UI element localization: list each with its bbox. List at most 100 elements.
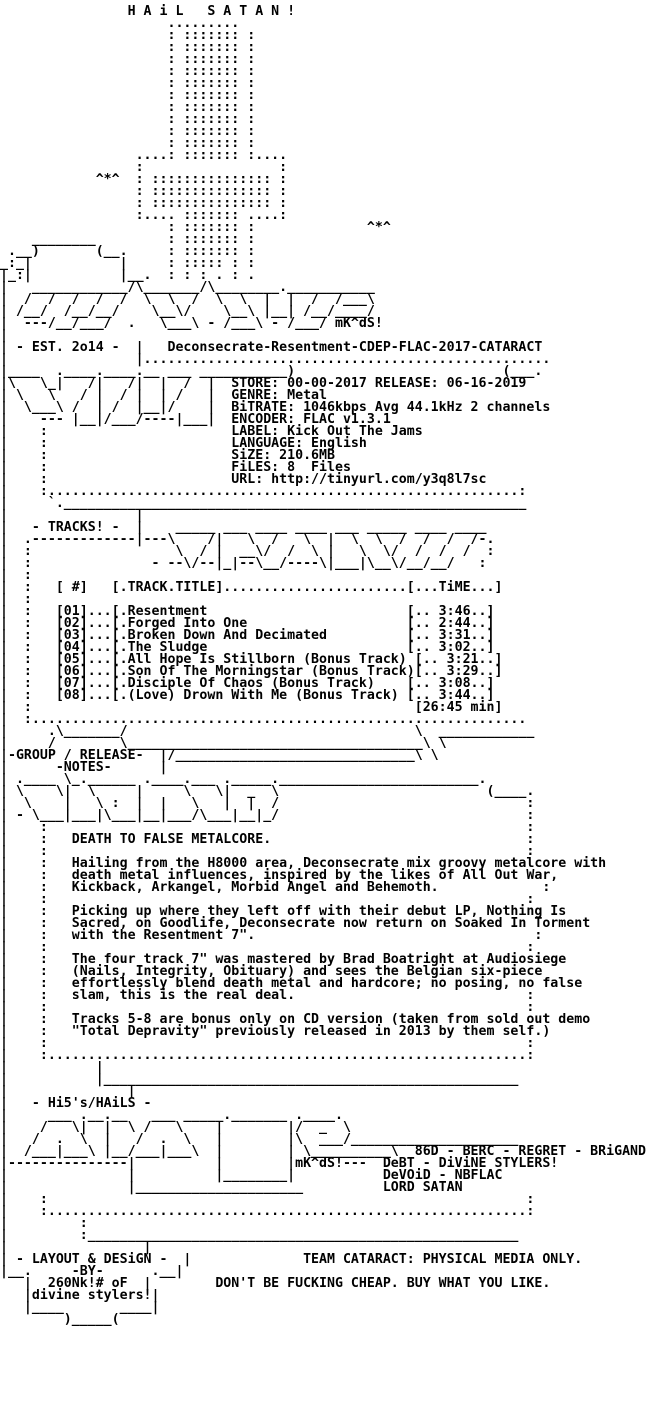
nfo-line: : ::::::: : xyxy=(0,112,256,127)
nfo-line: | : The four track 7" was mastered by Br… xyxy=(0,952,567,967)
nfo-line: ....: ::::::: :.... xyxy=(0,148,288,163)
nfo-line: | : LANGUAGE: English xyxy=(0,436,367,451)
nfo-line: | :_____________________________________… xyxy=(0,1228,519,1243)
nfo-line: | : : xyxy=(0,1000,535,1015)
nfo-line: | | |________| DeVOiD - NBFLAC xyxy=(0,1168,503,1183)
nfo-line: | : FiLES: 8 Files xyxy=(0,460,351,475)
nfo-line: : ::::::: : xyxy=(0,52,256,67)
nfo-line: | : [07]...[.Disciple Of Chaos (Bonus Tr… xyxy=(0,676,495,691)
nfo-line: | : Sacred, on Goodlife, Deconsecrate no… xyxy=(0,916,591,931)
nfo-line: )_____( xyxy=(0,1312,120,1327)
nfo-line: | : LABEL: Kick Out The Jams xyxy=(0,424,423,439)
nfo-line: | | xyxy=(0,1060,104,1075)
nfo-line: ________ : ::::::: : xyxy=(0,232,256,247)
nfo-line: | : : xyxy=(0,844,535,859)
nfo-line: | --- |__|/___/----|___| ENCODER: FLAC v… xyxy=(0,412,391,427)
nfo-line: | - EST. 2o14 - | Deconsecrate-Resentmen… xyxy=(0,340,543,355)
nfo-line: _:_| | : ::::: : : xyxy=(0,256,256,271)
nfo-line: | : xyxy=(0,568,32,583)
nfo-line: | : : xyxy=(0,1192,535,1207)
nfo-line: : ::::::: : xyxy=(0,88,256,103)
nfo-line: | : : xyxy=(0,1036,535,1051)
nfo-line: | : slam, this is the real deal. : xyxy=(0,988,535,1003)
nfo-line: | : xyxy=(0,592,32,607)
nfo-line: | - LAYOUT & DESiGN - | TEAM CATARACT: P… xyxy=(0,1252,583,1267)
nfo-line: : ::::::::::::::: : xyxy=(0,196,288,211)
nfo-line: :.... ::::::: ....: xyxy=(0,208,288,223)
nfo-line: : ::::::::::::::: : xyxy=(0,184,288,199)
nfo-line: | : : xyxy=(0,940,535,955)
nfo-line: | xyxy=(0,328,375,343)
nfo-line: | `.____________________________________… xyxy=(0,496,527,511)
nfo-line: | - Hi5's/HAiLS - xyxy=(0,1096,152,1111)
nfo-line: | : Tracks 5-8 are bonus only on CD vers… xyxy=(0,1012,591,1027)
nfo-line: | : with the Resentment 7". : xyxy=(0,928,543,943)
nfo-line: | -NOTES- | xyxy=(0,760,168,775)
nfo-line: | |.....................................… xyxy=(0,352,551,367)
nfo-line: | : "Total Depravity" previously release… xyxy=(0,1024,551,1039)
nfo-line: | | xyxy=(0,1084,136,1099)
nfo-line: | - TRACKS! - | _____ ___ ____ ____ ___ … xyxy=(0,520,487,535)
nfo-line: : ::::::: : xyxy=(0,124,256,139)
nfo-line: | .\_______/ \ ____________ xyxy=(0,724,535,739)
nfo-line: | : SiZE: 210.6MB xyxy=(0,448,335,463)
nfo-line: | : [ #] [.TRACK.TITLE].................… xyxy=(0,580,503,595)
nfo-line: | : : xyxy=(0,892,535,907)
nfo-line: | : URL: http://tinyurl.com/y3q8l7sc xyxy=(0,472,487,487)
nfo-line: |-GROUP / RELEASE- |/___________________… xyxy=(0,748,439,763)
nfo-ascii-document: H A i L S A T A N ! ......... : ::::::: … xyxy=(0,4,647,1327)
nfo-line: : ::::::: : ^*^ xyxy=(0,220,391,235)
nfo-line: : ::::::: : xyxy=(0,100,256,115)
nfo-line: | : - --\/--|_|--\__/----\|___|\__\/__/_… xyxy=(0,556,487,571)
nfo-line: | : : xyxy=(0,820,535,835)
nfo-line: ^*^ : ::::::::::::::: : xyxy=(0,172,288,187)
nfo-line: : ::::::: : xyxy=(0,76,256,91)
nfo-line: : ::::::: : xyxy=(0,64,256,79)
nfo-line: .__) (__. : ::::::: : xyxy=(0,244,256,259)
nfo-line: | :.....................................… xyxy=(0,1204,535,1219)
nfo-line: | | xyxy=(0,1240,152,1255)
nfo-line: |divine stylers!| xyxy=(0,1288,160,1303)
nfo-line: | .____ \_.______ .____.___ ._____._____… xyxy=(0,772,487,787)
nfo-line: | : xyxy=(0,1216,88,1231)
nfo-line: | \ \ / | / | | / | GENRE: Metal xyxy=(0,388,328,403)
nfo-line: | : Kickback, Arkangel, Morbid Angel and… xyxy=(0,880,551,895)
nfo-line: | :.....................................… xyxy=(0,1048,535,1063)
nfo-line: | 260Nk!# oF | DON'T BE FUCKING CHEAP. B… xyxy=(0,1276,551,1291)
nfo-line: | : [06]...[.Son Of The Morningstar (Bon… xyxy=(0,664,503,679)
nfo-line: | / / / / / \ \ / \ \ | | / /___\ xyxy=(0,292,375,307)
nfo-line: |__. -BY- .__| xyxy=(0,1264,184,1279)
nfo-line: | : effortlessly blend death metal and h… xyxy=(0,976,583,991)
nfo-line: | / . \ | / . \ | |\ ___/_______________… xyxy=(0,1132,519,1147)
nfo-line: | : [26:45 min] xyxy=(0,700,503,715)
nfo-line: | - \___|___|\___|__|___/\___|__|_/ : xyxy=(0,808,535,823)
nfo-line: | /___|___\ |__/___|___\ | | \__________… xyxy=(0,1144,647,1159)
nfo-line: | ---/__/___/ . \___\ - /___\ - /___/ mK… xyxy=(0,316,383,331)
nfo-line: | : [04]...[.The Sludge [.. 3:02..] xyxy=(0,640,495,655)
nfo-line: | :.....................................… xyxy=(0,484,527,499)
nfo-line: |---------------| | |mK^dS!--- DeBT - Di… xyxy=(0,1156,559,1171)
nfo-line: | \___\ / | / |__|/ | BiTRATE: 1046kbps … xyxy=(0,400,551,415)
nfo-line: | / \___________________________________… xyxy=(0,736,447,751)
nfo-line: | : \ / | __\/ / \ | \ \/ / / / : xyxy=(0,544,495,559)
nfo-line: | : Picking up where they left off with … xyxy=(0,904,567,919)
nfo-line: H A i L S A T A N ! xyxy=(0,4,296,19)
nfo-line: | |_____________________________________… xyxy=(0,1072,519,1087)
nfo-line: | ___ .__.__ ___ _____._______ .____. xyxy=(0,1108,343,1123)
nfo-line: | : Hailing from the H8000 area, Deconse… xyxy=(0,856,607,871)
nfo-line: | ____________/\_______/\________.______… xyxy=(0,280,375,295)
nfo-line: | : [08]...[.(Love) Drown With Me (Bonus… xyxy=(0,688,495,703)
nfo-line: |____ .____.____.__ ___ ___________) (__… xyxy=(0,364,543,379)
nfo-line: | :.....................................… xyxy=(0,712,527,727)
nfo-line: | : [02]...[.Forged Into One [.. 2:44..] xyxy=(0,616,495,631)
nfo-line: |\ \_| /| /| | / | STORE: 00-00-2017 REL… xyxy=(0,376,527,391)
nfo-line: | : [01]...[.Resentment [.. 3:46..] xyxy=(0,604,495,619)
nfo-line: | |_____________________ LORD SATAN xyxy=(0,1180,463,1195)
nfo-line: : ::::::: : xyxy=(0,136,256,151)
nfo-line: | / \| | \ / \ | |/ _ \ xyxy=(0,1120,351,1135)
nfo-line: | .-------------|---\ /| \ / \ | \ \ / /… xyxy=(0,532,495,547)
nfo-line: | | xyxy=(0,508,144,523)
nfo-line: : ::::::: : xyxy=(0,28,256,43)
nfo-line: |____ ____| xyxy=(0,1300,160,1315)
nfo-line: | : [05]...[.All Hope Is Stillborn (Bonu… xyxy=(0,652,503,667)
